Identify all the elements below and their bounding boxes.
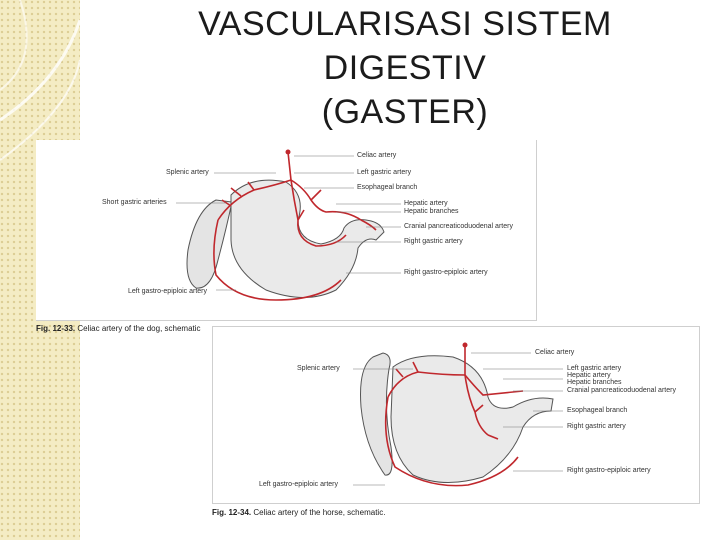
horse-label-splenic: Splenic artery xyxy=(297,365,340,372)
dog-label-short-gastric: Short gastric arteries xyxy=(102,199,167,206)
figure-horse-celiac-artery: Celiac artery Splenic artery Left gastri… xyxy=(212,326,700,504)
title-line-3: (GASTER) xyxy=(321,93,489,131)
horse-label-right-ge: Right gastro-epiploic artery xyxy=(567,467,651,474)
dog-label-cranial-pd: Cranial pancreaticoduodenal artery xyxy=(404,223,513,230)
dog-figure-caption: Fig. 12-33. Celiac artery of the dog, sc… xyxy=(36,324,201,333)
horse-spleen xyxy=(360,352,393,476)
title-line-2: DIGESTIV xyxy=(323,49,487,87)
horse-label-hepatic: Hepatic artery xyxy=(567,372,611,379)
dog-artery-tree xyxy=(213,151,377,301)
horse-stomach xyxy=(390,355,554,484)
horse-label-left-gastric: Left gastric artery xyxy=(567,365,622,372)
dog-caption-text: Celiac artery of the dog, schematic xyxy=(77,324,201,333)
dog-stomach xyxy=(230,179,385,298)
horse-label-hepatic-branches: Hepatic branches xyxy=(567,379,622,386)
horse-figure-caption: Fig. 12-34. Celiac artery of the horse, … xyxy=(212,508,385,517)
horse-caption-number: Fig. 12-34. xyxy=(212,508,252,517)
title-line-1: VASCULARISASI SISTEM xyxy=(198,5,612,43)
dog-caption-number: Fig. 12-33. xyxy=(36,324,76,333)
dog-spleen xyxy=(186,199,233,289)
dog-label-left-ge: Left gastro-epiploic artery xyxy=(128,288,207,295)
dog-label-hepatic-branches: Hepatic branches xyxy=(404,208,459,215)
sidebar-curves-decoration xyxy=(0,0,82,161)
horse-stomach-illustration xyxy=(353,342,563,487)
dog-label-left-gastric: Left gastric artery xyxy=(357,169,412,176)
figure-dog-celiac-artery: Celiac artery Left gastric artery Esopha… xyxy=(36,140,537,321)
dog-stomach-illustration xyxy=(176,149,401,301)
dog-label-right-gastric: Right gastric artery xyxy=(404,238,463,245)
dog-label-right-ge: Right gastro-epiploic artery xyxy=(404,269,488,276)
horse-label-esophageal: Esophageal branch xyxy=(567,407,628,414)
horse-caption-text: Celiac artery of the horse, schematic. xyxy=(253,508,386,517)
horse-artery-tree xyxy=(384,345,524,487)
dog-label-esophageal: Esophageal branch xyxy=(357,184,418,191)
horse-label-right-gastric: Right gastric artery xyxy=(567,423,626,430)
dog-label-celiac: Celiac artery xyxy=(357,152,397,159)
dog-leader-lines xyxy=(176,155,401,291)
horse-leader-lines xyxy=(353,352,563,486)
dog-label-splenic: Splenic artery xyxy=(166,169,209,176)
horse-label-celiac: Celiac artery xyxy=(535,349,575,356)
horse-label-cranial-pd: Cranial pancreaticoduodenal artery xyxy=(567,387,676,394)
dog-label-hepatic: Hepatic artery xyxy=(404,200,448,207)
horse-label-left-ge: Left gastro-epiploic artery xyxy=(259,481,338,488)
page-title: VASCULARISASI SISTEM DIGESTIV (GASTER) xyxy=(150,2,660,134)
